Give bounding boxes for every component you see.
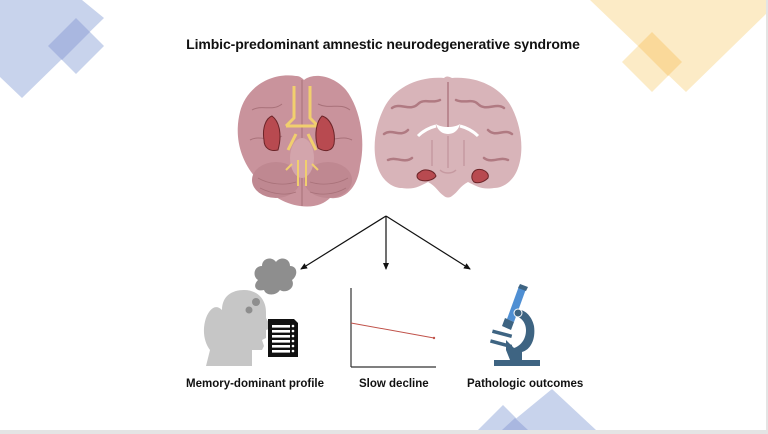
brain-coronal-section-icon [374, 76, 522, 198]
deco-blue-triangle-overlap [502, 418, 528, 430]
deco-blue-overlap [48, 18, 90, 60]
highlight-right-hippocampus [471, 169, 489, 184]
thought-cloud [254, 258, 297, 295]
arrow-to-pathologic-outcomes [385, 215, 471, 270]
microscope-icon [489, 284, 540, 366]
highlight-right-medial-temporal [315, 115, 335, 152]
decline-line-endpoint [432, 336, 436, 340]
highlight-left-medial-temporal [263, 115, 281, 151]
thought-bubble-2 [252, 298, 260, 306]
label-memory-dominant-profile: Memory-dominant profile [186, 378, 325, 390]
deco-yellow-diamond-large [590, 0, 766, 92]
slide-title: Limbic-predominant amnestic neurodegener… [186, 36, 580, 52]
label-slow-decline: Slow decline [359, 378, 429, 390]
head-thought-icon [203, 258, 297, 366]
decline-line [350, 322, 435, 339]
highlight-left-hippocampus [416, 169, 437, 182]
decline-line-chart-icon [350, 288, 436, 368]
branch-arrows [300, 215, 471, 270]
deco-blue-triangle-large [502, 389, 596, 430]
thought-bubble-1 [245, 306, 253, 314]
document-list-icon [268, 319, 298, 357]
label-pathologic-outcomes: Pathologic outcomes [467, 378, 584, 390]
arrow-to-memory-profile [300, 215, 387, 270]
deco-yellow-overlap [638, 32, 682, 76]
brain-ventral-view-icon [237, 75, 363, 207]
